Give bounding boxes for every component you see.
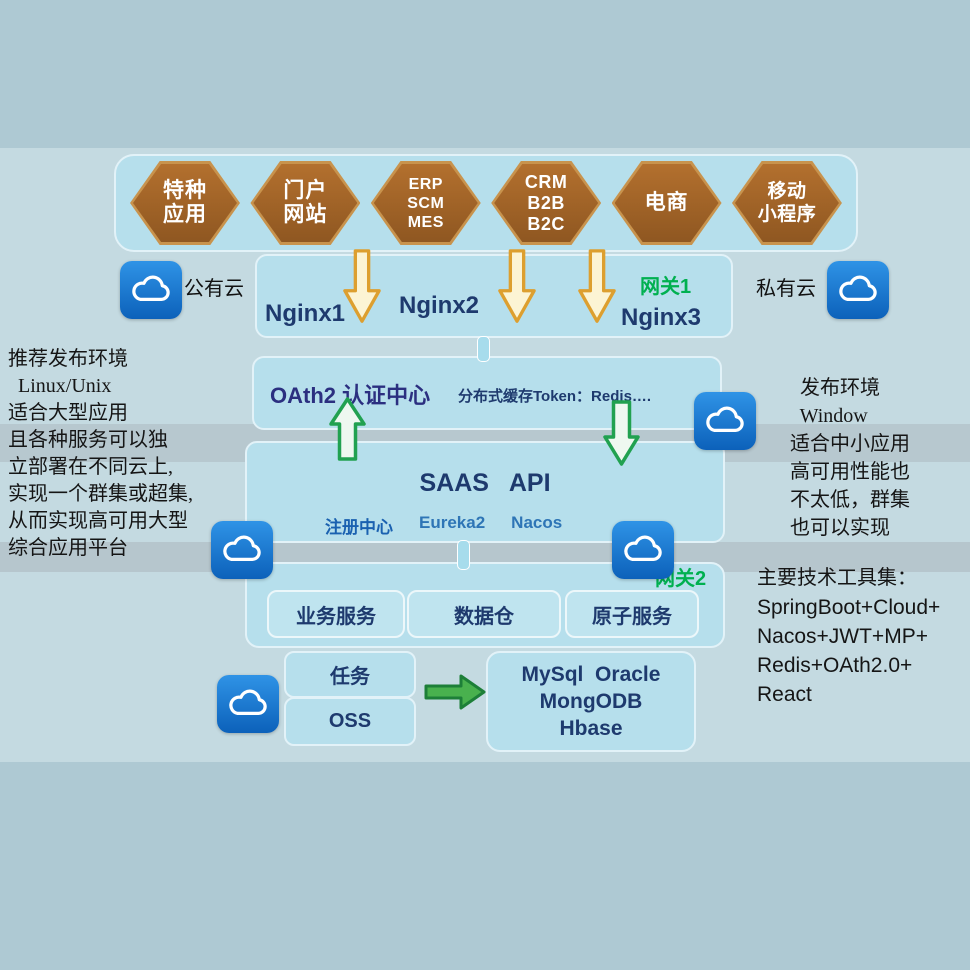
tech-stack-title: 主要技术工具集：	[757, 567, 917, 589]
note-line: 综合应用平台	[8, 537, 128, 559]
hexagon-erp-scm-mes: ERP SCM MES	[370, 161, 481, 245]
private-cloud-label: 私有云	[756, 278, 816, 300]
gateway1-box: 网关1 Nginx1 Nginx2 Nginx3	[255, 254, 733, 338]
registry-row: 注册中心 Eureka2 Nacos	[325, 513, 562, 538]
atomic-service-box: 原子服务	[565, 590, 699, 638]
cloud-node	[217, 675, 279, 733]
hexagon-label-line: MES	[407, 213, 444, 231]
gateway1-label: 网关1	[640, 276, 692, 298]
registry-eureka-label: Eureka2	[419, 513, 486, 532]
note-line: 推荐发布环境	[8, 348, 128, 370]
cloud-node	[612, 521, 674, 579]
hexagon-portal-site: 门户 网站	[250, 161, 361, 245]
hexagon-mobile-miniprogram: 移动 小程序	[731, 161, 842, 245]
down-arrow-icon	[578, 249, 616, 323]
tech-stack-note: 主要技术工具集： SpringBoot+Cloud+ Nacos+JWT+MP+…	[757, 564, 940, 709]
redis-cache-note: 分布式缓存Token：Redis….	[458, 388, 652, 405]
hexagon-label-line: B2C	[527, 213, 565, 234]
hexagon-label-line: CRM	[524, 171, 568, 192]
hexagon-label-line: 移动	[767, 181, 807, 202]
hexagon-label-line: 应用	[163, 203, 207, 226]
task-box: 任务	[284, 651, 416, 698]
hexagon-label-line: 小程序	[757, 204, 817, 225]
oss-box: OSS	[284, 697, 416, 746]
registry-nacos-label: Nacos	[511, 513, 563, 532]
saas-api-title: SAAS API	[419, 469, 551, 497]
note-line: 不太低，群集	[790, 489, 910, 511]
hexagon-label-line: 电商	[644, 191, 689, 214]
business-service-label: 业务服务	[296, 605, 376, 628]
cloud-icon	[229, 689, 267, 715]
cloud-icon	[839, 275, 877, 301]
atomic-service-label: 原子服务	[592, 605, 672, 628]
database-label-line: MongODB	[539, 690, 643, 713]
right-arrow-icon	[424, 674, 486, 710]
public-cloud-label: 公有云	[184, 278, 244, 300]
note-line: 从而实现高可用大型	[8, 510, 188, 532]
hexagon-special-app: 特种 应用	[130, 161, 240, 245]
oauth-box: OAth2 认证中心 分布式缓存Token：Redis….	[252, 356, 722, 430]
note-line: 也可以实现	[790, 517, 890, 539]
hexagon-label: 门户 网站	[253, 164, 358, 242]
cloud-icon	[706, 406, 744, 432]
note-line: 实现一个群集或超集,	[8, 483, 193, 505]
task-label: 任务	[330, 666, 370, 688]
hexagon-label: CRM B2B B2C	[494, 164, 599, 242]
connector	[457, 540, 470, 570]
hexagon-label: 移动 小程序	[734, 164, 839, 242]
note-line: 适合大型应用	[8, 402, 128, 424]
database-label-line: Hbase	[559, 717, 623, 740]
services-container: 业务服务 数据仓 原子服务	[245, 562, 725, 648]
hexagon-label-line: 特种	[163, 179, 207, 202]
right-note: 发布环境 Window 适合中小应用 高可用性能也 不太低，群集 也可以实现	[790, 374, 910, 542]
hexagon-label: 电商	[614, 164, 719, 242]
cloud-icon	[132, 275, 170, 301]
down-arrow-green-icon	[603, 400, 640, 466]
database-label-line: MySql Oracle	[521, 663, 661, 686]
hexagon-crm-b2b-b2c: CRM B2B B2C	[491, 161, 602, 245]
tech-stack-line: SpringBoot+Cloud+	[757, 596, 941, 619]
oss-label: OSS	[328, 710, 372, 732]
note-line: 发布环境	[790, 377, 880, 399]
hexagon-label-line: 网站	[283, 203, 328, 226]
up-arrow-icon	[329, 397, 366, 461]
nginx3-label: Nginx3	[621, 304, 702, 331]
cloud-icon	[624, 535, 662, 561]
note-line: Linux/Unix	[8, 375, 112, 397]
note-line: 高可用性能也	[790, 461, 910, 483]
public-cloud-button	[120, 261, 182, 319]
note-line: Window	[790, 405, 868, 427]
hexagon-label: 特种 应用	[133, 164, 237, 242]
note-line: 立部署在不同云上,	[8, 456, 173, 478]
private-cloud-button	[827, 261, 889, 319]
saas-api-box: SAAS API 注册中心 Eureka2 Nacos	[245, 441, 725, 543]
hexagon-label-line: 门户	[283, 179, 328, 202]
hexagon-label-line: B2B	[527, 192, 565, 213]
note-line: 且各种服务可以独	[8, 429, 168, 451]
cloud-icon	[223, 535, 261, 561]
applications-container: 特种 应用 门户 网站 ERP SCM MES CRM B2B B2C	[114, 154, 858, 252]
connector	[477, 336, 490, 362]
hexagon-label-line: SCM	[407, 194, 445, 212]
down-arrow-icon	[343, 249, 381, 323]
nginx1-label: Nginx1	[265, 300, 346, 327]
data-warehouse-box: 数据仓	[407, 590, 561, 638]
note-line: 适合中小应用	[790, 433, 910, 455]
hexagon-label: ERP SCM MES	[373, 164, 478, 242]
tech-stack-line: React	[757, 683, 812, 706]
down-arrow-icon	[498, 249, 536, 323]
hexagon-label-line: ERP	[408, 175, 443, 193]
cloud-node	[211, 521, 273, 579]
tech-stack-line: Nacos+JWT+MP+	[757, 625, 928, 648]
data-warehouse-label: 数据仓	[454, 605, 514, 628]
cloud-node	[694, 392, 756, 450]
tech-stack-line: Redis+OAth2.0+	[757, 654, 913, 677]
business-service-box: 业务服务	[267, 590, 405, 638]
left-note: 推荐发布环境 Linux/Unix 适合大型应用 且各种服务可以独 立部署在不同…	[8, 346, 193, 562]
hexagon-ecommerce: 电商	[611, 161, 722, 245]
nginx2-label: Nginx2	[399, 292, 480, 319]
database-box: MySql Oracle MongODB Hbase	[486, 651, 696, 752]
registry-label: 注册中心	[325, 518, 393, 537]
